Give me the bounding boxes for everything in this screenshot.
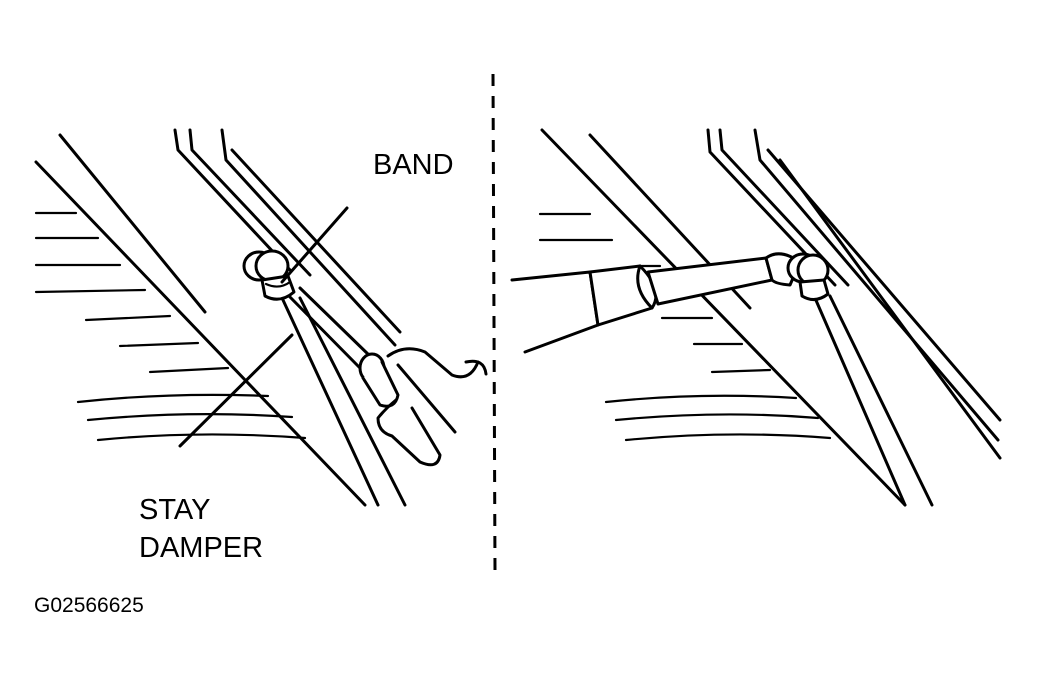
right-band-clip bbox=[786, 252, 830, 301]
panel-divider bbox=[491, 73, 497, 573]
right-body-edges bbox=[540, 128, 1002, 507]
right-panel bbox=[510, 128, 1002, 507]
left-body-edges bbox=[34, 128, 402, 507]
figure-code: G02566625 bbox=[34, 594, 144, 617]
right-body-contour-lines bbox=[538, 212, 832, 442]
left-panel bbox=[34, 128, 488, 507]
left-body-contour-lines bbox=[34, 211, 307, 442]
left-band-clip bbox=[242, 249, 296, 301]
leader-lines bbox=[178, 206, 349, 448]
stay-damper-label-line1: STAY bbox=[139, 494, 211, 526]
left-stay-damper bbox=[281, 286, 407, 507]
right-stay-damper bbox=[813, 294, 934, 507]
left-hand bbox=[358, 347, 488, 467]
band-label: BAND bbox=[373, 149, 454, 181]
right-screwdriver bbox=[510, 252, 802, 354]
stay-damper-label-line2: DAMPER bbox=[139, 532, 264, 564]
